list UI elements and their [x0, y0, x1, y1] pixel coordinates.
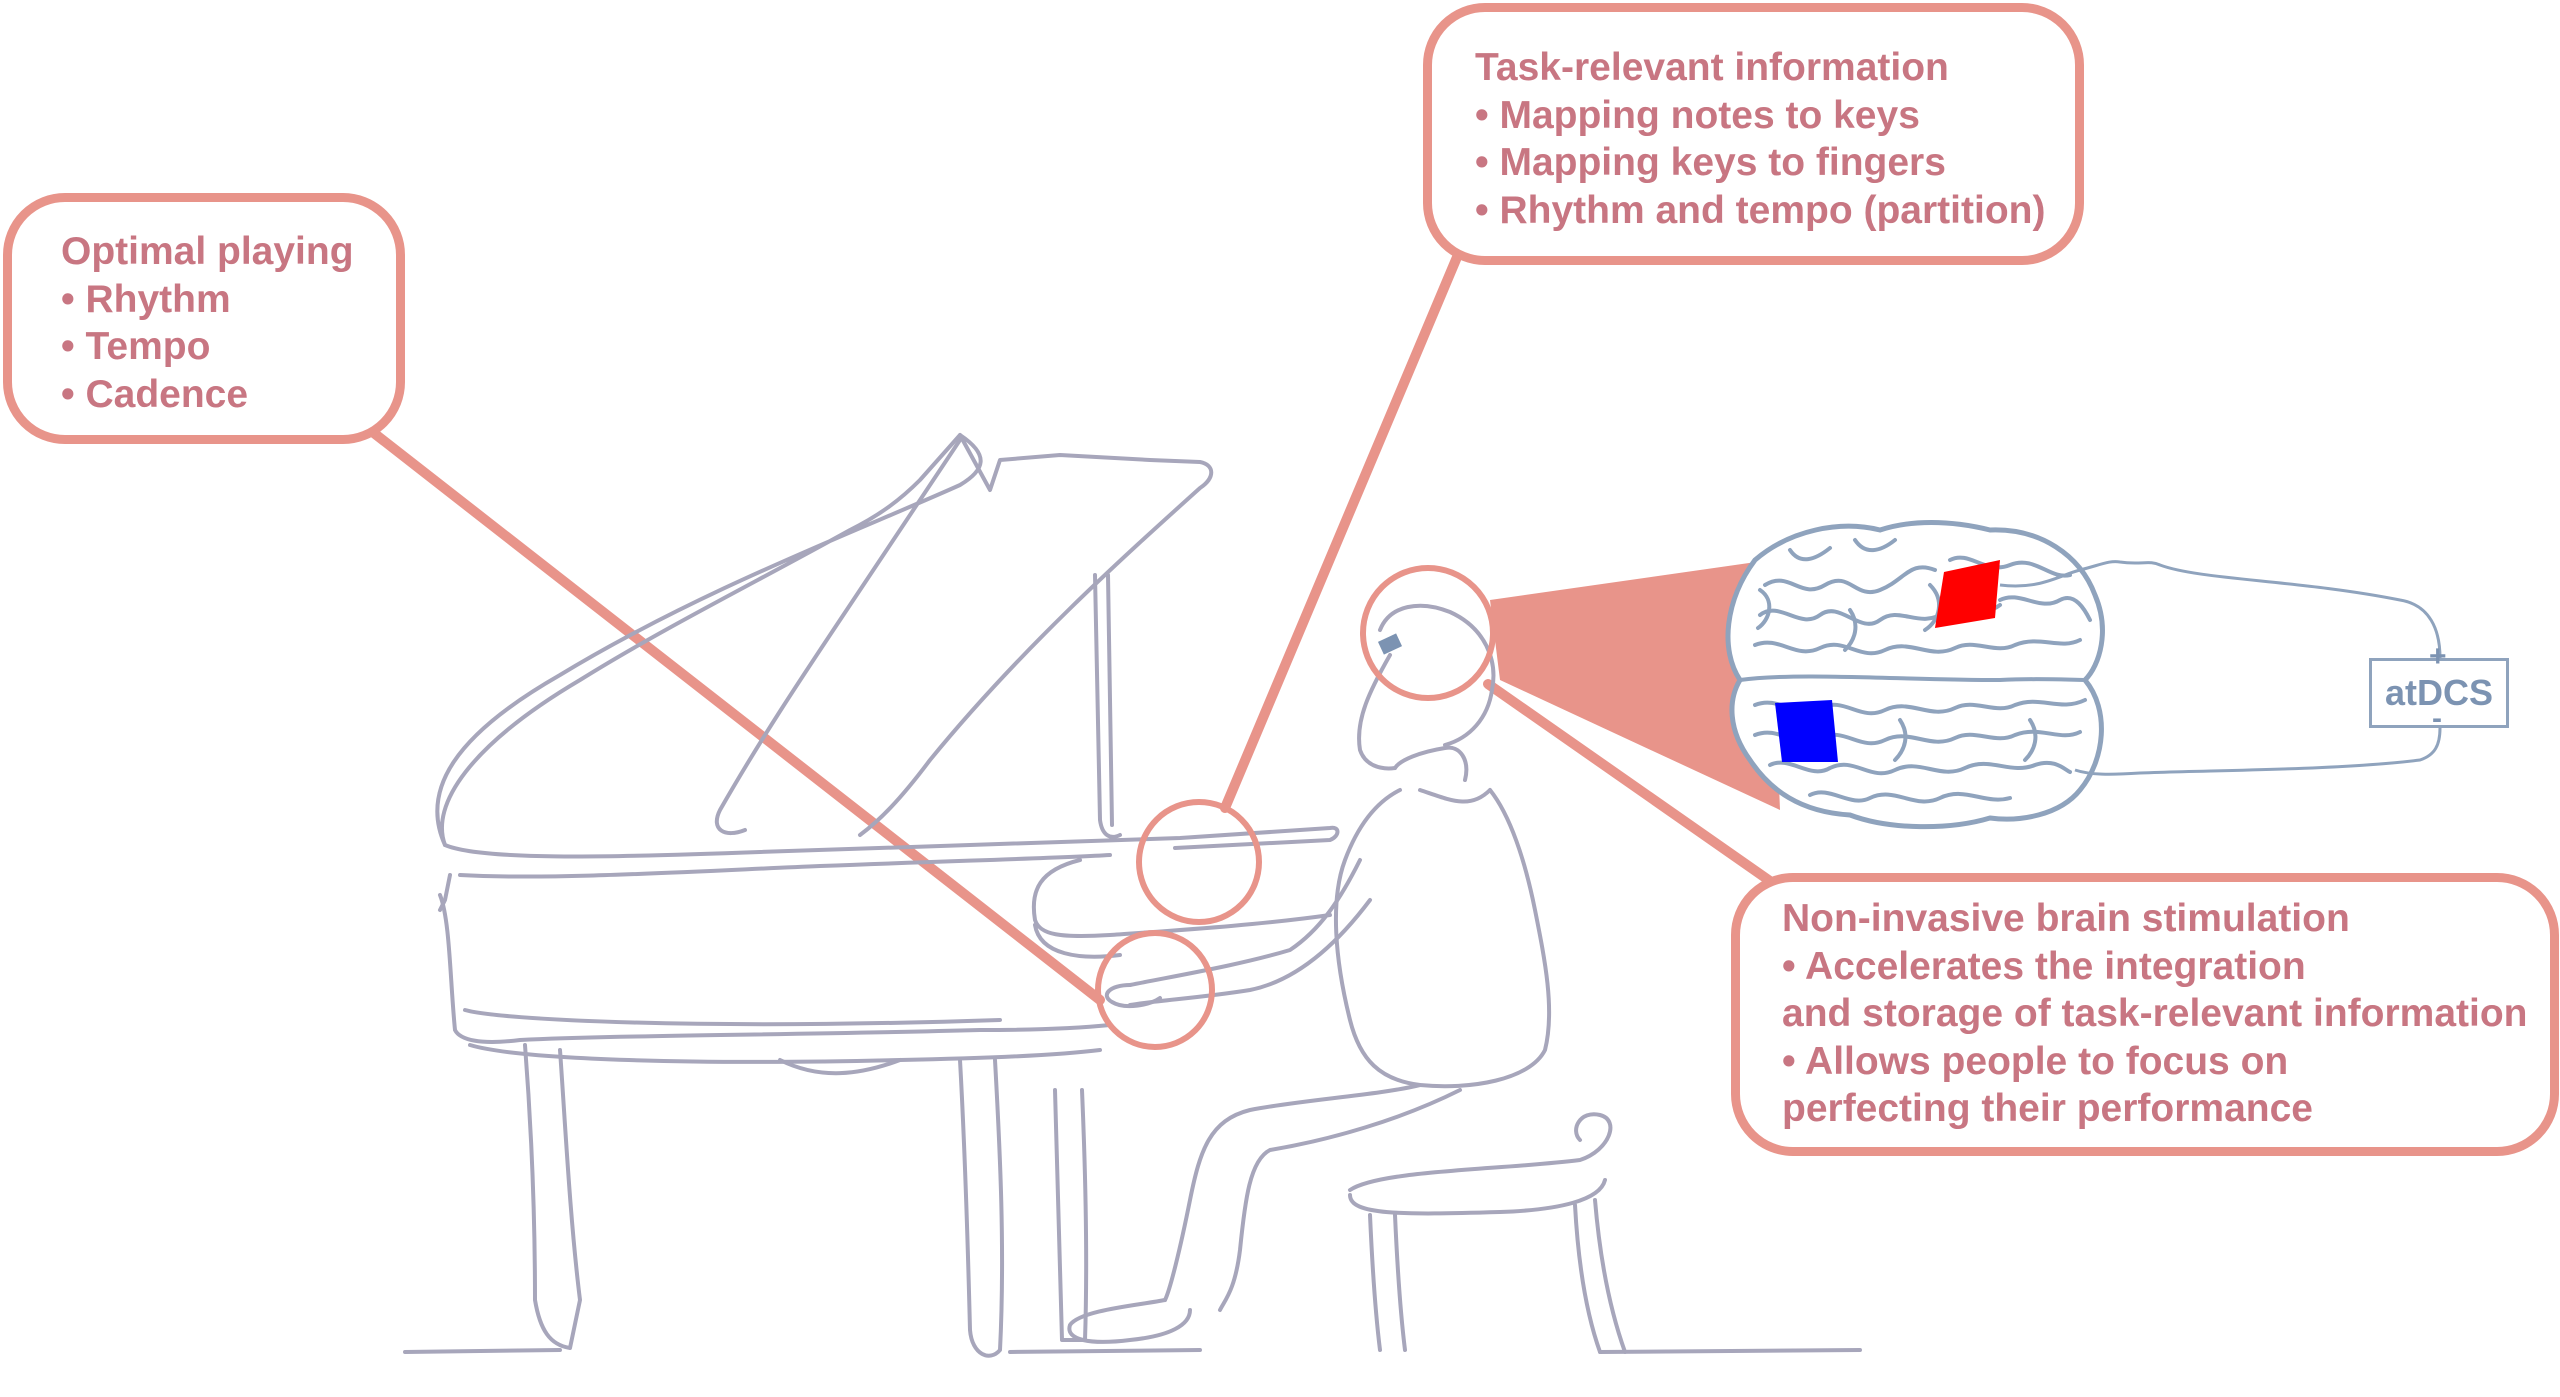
callout-title: Task-relevant information [1475, 46, 1949, 89]
callout-task-relevant-information: Task-relevant information • Mapping note… [1423, 3, 2084, 265]
pianist [1067, 603, 1627, 1354]
connector-optimal [365, 425, 1105, 1005]
list-item: • Mapping notes to keys [1475, 93, 1920, 137]
focus-circle-head [1360, 565, 1496, 701]
list-item: • Cadence [61, 372, 249, 416]
list-item: and storage of task-relevant information [1782, 992, 2528, 1035]
anode-polarity-symbol: + [2429, 640, 2447, 673]
list-item: • Accelerates the integration [1782, 944, 2306, 988]
cathode-polarity-symbol: - [2432, 702, 2442, 735]
connector-task [1220, 245, 1465, 813]
callout-title: Non-invasive brain stimulation [1782, 897, 2350, 940]
callout-optimal-playing: Optimal playing • Rhythm • Tempo • Caden… [3, 193, 405, 444]
callout-connectors [365, 245, 1785, 1005]
focus-circles [1095, 565, 1496, 1050]
focus-circle-hands [1095, 930, 1215, 1050]
focus-circle-keys [1136, 799, 1262, 925]
callout-title: Optimal playing [61, 230, 354, 273]
grand-piano [403, 433, 1862, 1358]
atdcs-label: atDCS [2384, 672, 2494, 713]
atdcs-device: atDCS [2369, 658, 2509, 728]
anode-electrode [1935, 560, 2000, 628]
brain [1725, 520, 2442, 830]
head-electrode [1377, 633, 1403, 655]
callout-brain-stimulation: Non-invasive brain stimulation • Acceler… [1731, 873, 2559, 1156]
list-item: • Allows people to focus on [1782, 1039, 2289, 1083]
list-item: perfecting their performance [1782, 1087, 2313, 1130]
connector-nibs [1483, 679, 1785, 893]
list-item: • Tempo [61, 325, 211, 368]
list-item: • Rhythm [61, 277, 231, 321]
list-item: • Rhythm and tempo (partition) [1475, 188, 2046, 232]
list-item: • Mapping keys to fingers [1475, 141, 1946, 184]
cathode-electrode [1775, 700, 1838, 762]
anode-wire [1999, 560, 2442, 659]
brain-zoom-cone [1490, 560, 1780, 810]
cathode-wire [2074, 727, 2442, 776]
